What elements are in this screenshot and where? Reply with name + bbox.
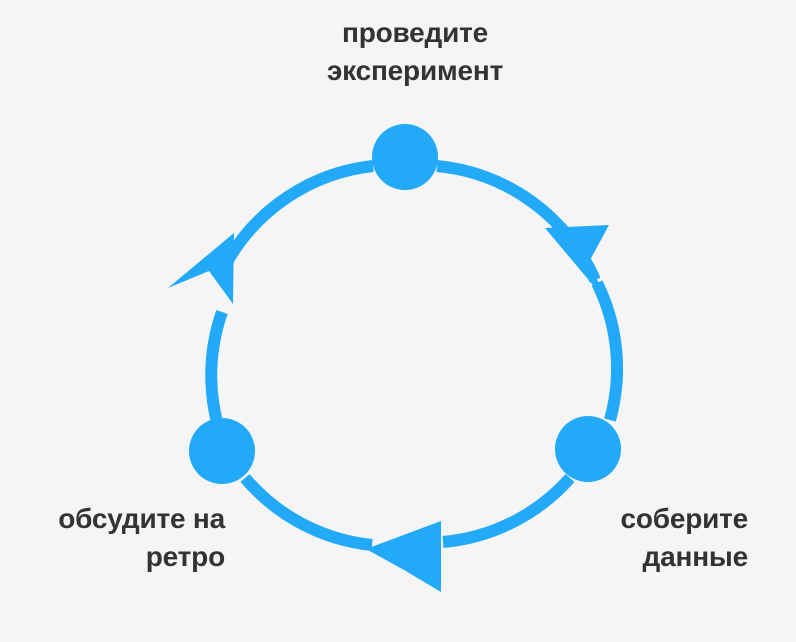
node-top-dot[interactable] [372,124,438,190]
node-top-label: проведите эксперимент [326,17,504,86]
arrowhead-right-icon [545,225,609,303]
arc-segment-left-to-arrow [205,310,228,424]
node-right-label: соберите данные [620,503,748,572]
arc-segment-left-to-top [221,160,374,265]
arc-segment-bottom-to-left [240,474,373,551]
node-left-dot[interactable] [189,418,255,484]
arrowhead-left-icon [168,233,234,304]
node-left-label: обсудите на ретро [58,503,225,572]
arc-segment-top-to-right [436,160,601,283]
arrowhead-bottom-icon [366,521,441,592]
arc-segment-right-to-bottom [442,474,575,548]
arc-segment-right-to-node [591,280,624,422]
node-right-dot[interactable] [555,416,621,482]
